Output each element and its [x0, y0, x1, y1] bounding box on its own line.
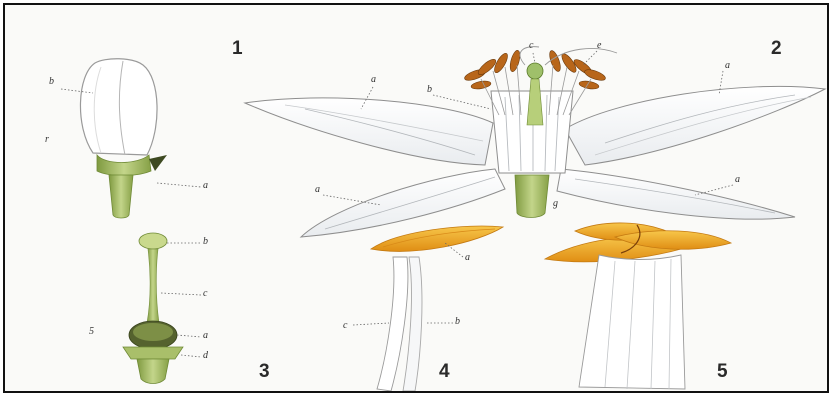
fig1-label-r: r [45, 135, 49, 145]
fig3-label-d: d [203, 351, 208, 361]
fig2-label-b: b [427, 85, 432, 95]
plate-illustration [5, 5, 829, 393]
figure-2-flower [245, 47, 825, 237]
fig3-label-5: 5 [89, 327, 94, 337]
fig2-label-a-upper-left: a [371, 75, 376, 85]
fig3-label-a: a [203, 331, 208, 341]
fig4-label-c: c [343, 321, 347, 331]
figure-number-1: 1 [232, 38, 243, 60]
figure-number-2: 2 [771, 38, 782, 60]
figure-number-5: 5 [717, 361, 728, 383]
fig3-label-b: b [203, 237, 208, 247]
fig4-label-b: b [455, 317, 460, 327]
figure-3-pistil [123, 233, 201, 384]
figure-number-4: 4 [439, 361, 450, 383]
fig2-label-a-upper-right: a [725, 61, 730, 71]
fig4-label-a: a [465, 253, 470, 263]
fig2-label-a-lower-left: a [315, 185, 320, 195]
fig2-label-c: c [529, 41, 533, 51]
figure-1-bud [61, 59, 201, 218]
fig1-label-a: a [203, 181, 208, 191]
fig2-label-g: g [553, 199, 558, 209]
fig1-label-b: b [49, 77, 54, 87]
fig2-label-e: e [597, 41, 601, 51]
figure-4-stamen [353, 226, 503, 391]
botanical-plate: 1 2 3 4 5 b r a c e a b a a a g b c 5 a … [3, 3, 829, 393]
figure-5-stamens [545, 223, 731, 389]
fig2-label-a-lower-right: a [735, 175, 740, 185]
fig3-label-c: c [203, 289, 207, 299]
figure-number-3: 3 [259, 361, 270, 383]
